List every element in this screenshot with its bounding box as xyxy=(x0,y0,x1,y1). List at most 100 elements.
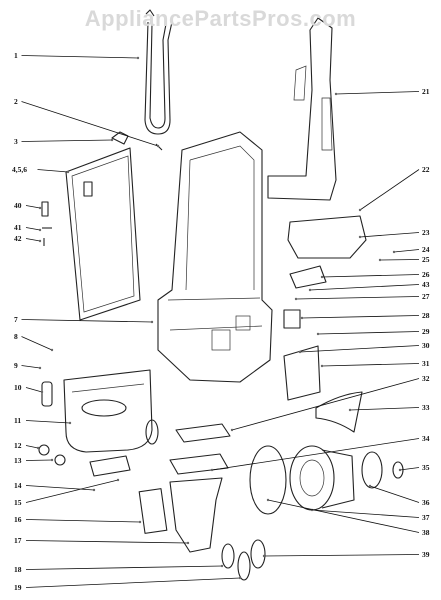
part-number-label: 31 xyxy=(422,359,430,368)
leader-line xyxy=(25,227,41,231)
leader-arrow xyxy=(298,350,302,354)
leader-line xyxy=(267,499,420,533)
leader-line xyxy=(399,467,420,471)
part-motor-cover xyxy=(287,215,367,259)
leader-arrow xyxy=(210,468,214,472)
leader-arrow xyxy=(320,364,324,368)
leader-arrow xyxy=(262,554,266,558)
part-number-label: 10 xyxy=(14,383,22,392)
part-switch xyxy=(283,309,301,329)
leader-line xyxy=(25,479,119,503)
leader-line xyxy=(299,345,420,353)
leader-line xyxy=(25,565,223,570)
part-number-label: 2 xyxy=(14,97,18,106)
leader-arrow xyxy=(66,170,70,174)
part-skirt xyxy=(315,391,363,433)
part-ring-small xyxy=(221,543,235,569)
leader-line xyxy=(231,378,420,431)
part-number-label: 40 xyxy=(14,201,22,210)
leader-arrow xyxy=(220,564,224,568)
leader-line xyxy=(21,139,113,142)
part-motor xyxy=(289,445,355,511)
part-wheel-axle xyxy=(54,454,66,466)
part-number-label: 41 xyxy=(14,223,22,232)
part-handle xyxy=(267,17,337,201)
part-number-label: 21 xyxy=(422,87,430,96)
leader-arrow xyxy=(316,332,320,336)
leader-arrow xyxy=(116,478,120,482)
part-number-label: 30 xyxy=(422,341,430,350)
part-baffle xyxy=(289,265,327,289)
leader-arrow xyxy=(38,239,42,243)
leader-line xyxy=(21,55,139,59)
leader-arrow xyxy=(150,320,154,324)
leader-line xyxy=(25,387,43,393)
leader-arrow xyxy=(68,421,72,425)
leader-arrow xyxy=(50,348,54,352)
leader-arrow xyxy=(238,576,242,580)
leader-arrow xyxy=(92,488,96,492)
part-number-label: 35 xyxy=(422,463,430,472)
leader-line xyxy=(349,407,420,411)
leader-arrow xyxy=(358,208,362,212)
part-number-label: 19 xyxy=(14,583,22,592)
leader-line xyxy=(301,315,420,319)
leader-line xyxy=(263,554,420,557)
leader-line xyxy=(211,438,420,471)
leader-line xyxy=(25,540,189,544)
leader-arrow xyxy=(40,390,44,394)
leader-arrow xyxy=(138,520,142,524)
leader-line xyxy=(25,238,41,242)
part-number-label: 36 xyxy=(422,498,430,507)
leader-line xyxy=(25,420,71,424)
part-number-label: 22 xyxy=(422,165,430,174)
part-number-label: 37 xyxy=(422,513,430,522)
part-motor-gasket xyxy=(249,445,287,515)
leader-line xyxy=(379,259,420,261)
leader-line xyxy=(309,284,420,291)
part-ring-medium xyxy=(237,551,251,581)
part-number-label: 38 xyxy=(422,528,430,537)
leader-arrow xyxy=(38,206,42,210)
part-small-wheel xyxy=(38,444,50,456)
leader-arrow xyxy=(348,408,352,412)
leader-arrow xyxy=(156,144,160,148)
leader-line xyxy=(321,363,420,367)
leader-arrow xyxy=(38,228,42,232)
leader-arrow xyxy=(266,498,270,502)
part-bag-door xyxy=(65,147,141,321)
leader-line xyxy=(369,485,420,503)
part-number-label: 29 xyxy=(422,327,430,336)
part-number-label: 42 xyxy=(14,234,22,243)
leader-line xyxy=(25,577,241,588)
part-number-label: 15 xyxy=(14,498,22,507)
leader-arrow xyxy=(358,235,362,239)
leader-arrow xyxy=(36,446,40,450)
leader-line xyxy=(25,205,41,209)
part-bumper xyxy=(89,455,131,477)
leader-arrow xyxy=(300,316,304,320)
leader-line xyxy=(25,459,53,461)
part-number-label: 7 xyxy=(14,315,18,324)
part-number-label: 1 xyxy=(14,51,18,60)
part-number-label: 28 xyxy=(422,311,430,320)
part-number-label: 13 xyxy=(14,456,22,465)
leader-line xyxy=(21,319,153,323)
part-number-label: 12 xyxy=(14,441,22,450)
leader-arrow xyxy=(38,366,42,370)
leader-line xyxy=(295,296,420,300)
leader-line xyxy=(21,101,159,147)
part-number-label: 33 xyxy=(422,403,430,412)
part-filter xyxy=(138,488,168,534)
leader-arrow xyxy=(186,541,190,545)
leader-line xyxy=(359,232,420,238)
part-filter-frame-2 xyxy=(169,453,229,475)
part-fan-housing xyxy=(169,477,223,553)
part-number-label: 32 xyxy=(422,374,430,383)
part-fan-washer xyxy=(361,451,383,489)
leader-line xyxy=(393,249,420,253)
leader-line xyxy=(21,365,41,369)
leader-line xyxy=(25,485,95,491)
part-number-label: 39 xyxy=(422,550,430,559)
